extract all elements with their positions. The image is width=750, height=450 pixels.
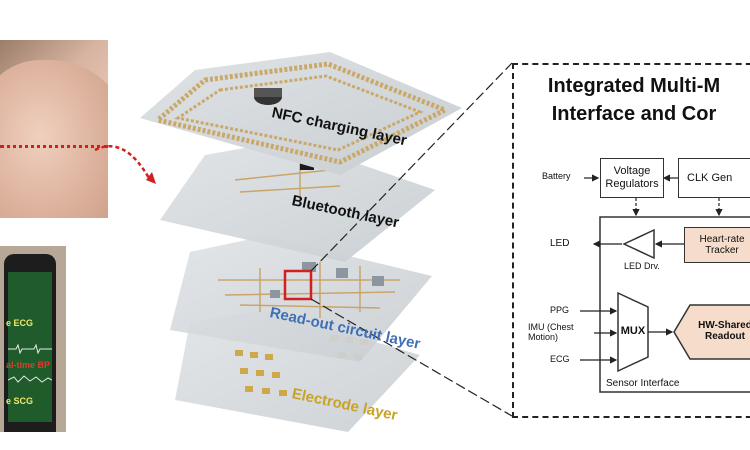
phone-ecg-wave — [8, 344, 52, 354]
led-drv-label: LED Drv. — [624, 261, 660, 271]
mux-shape — [617, 291, 649, 373]
red-arrow-head — [146, 172, 156, 184]
zoom-line-bottom — [310, 298, 513, 417]
red-arrow — [94, 145, 152, 181]
led-driver-triangle — [622, 228, 655, 260]
panel-title-line2: Interface and Cor — [551, 103, 717, 125]
mux-label: MUX — [620, 325, 646, 337]
battery-label: Battery — [542, 171, 571, 181]
zoom-line-top — [310, 62, 513, 272]
phone-screen — [8, 272, 52, 422]
nfc-coil-inner — [174, 74, 424, 152]
imu-label: IMU (Chest Motion) — [528, 322, 574, 342]
ppg-label: PPG — [550, 305, 570, 315]
photo-back — [0, 40, 108, 218]
diagram-wires — [580, 174, 750, 393]
readout-chips — [270, 262, 384, 298]
phone-bp-label: al-time BP — [6, 360, 51, 370]
phone-scg-label: e SCG — [6, 396, 34, 406]
voltage-regulators-block: Voltage Regulators — [600, 158, 664, 198]
sensor-interface-label: Sensor Interface — [606, 378, 680, 389]
hw-shared-readout-label: HW-Shared Readout — [698, 320, 750, 342]
led-label: LED — [550, 238, 570, 249]
phone-ecg-label: e ECG — [6, 318, 34, 328]
phone-photo: e ECG al-time BP e SCG — [0, 246, 66, 432]
sensor-interface-box — [599, 216, 750, 393]
phone-bp-wave — [8, 375, 52, 383]
panel-title-line1: Integrated Multi-M — [547, 75, 721, 97]
heart-rate-tracker-block: Heart-rate Tracker — [684, 227, 750, 263]
nfc-battery-top — [254, 88, 282, 97]
skin-region — [0, 60, 108, 218]
readout-hexagon — [673, 304, 750, 360]
block-diagram-panel: Integrated Multi-M Interface and Cor — [512, 63, 750, 418]
clk-gen-block: CLK Gen — [678, 158, 750, 198]
ecg-label: ECG — [550, 354, 570, 364]
bluetooth-plate — [160, 140, 435, 262]
readout-highlight-box — [283, 269, 313, 301]
red-dotted-line — [0, 145, 108, 150]
